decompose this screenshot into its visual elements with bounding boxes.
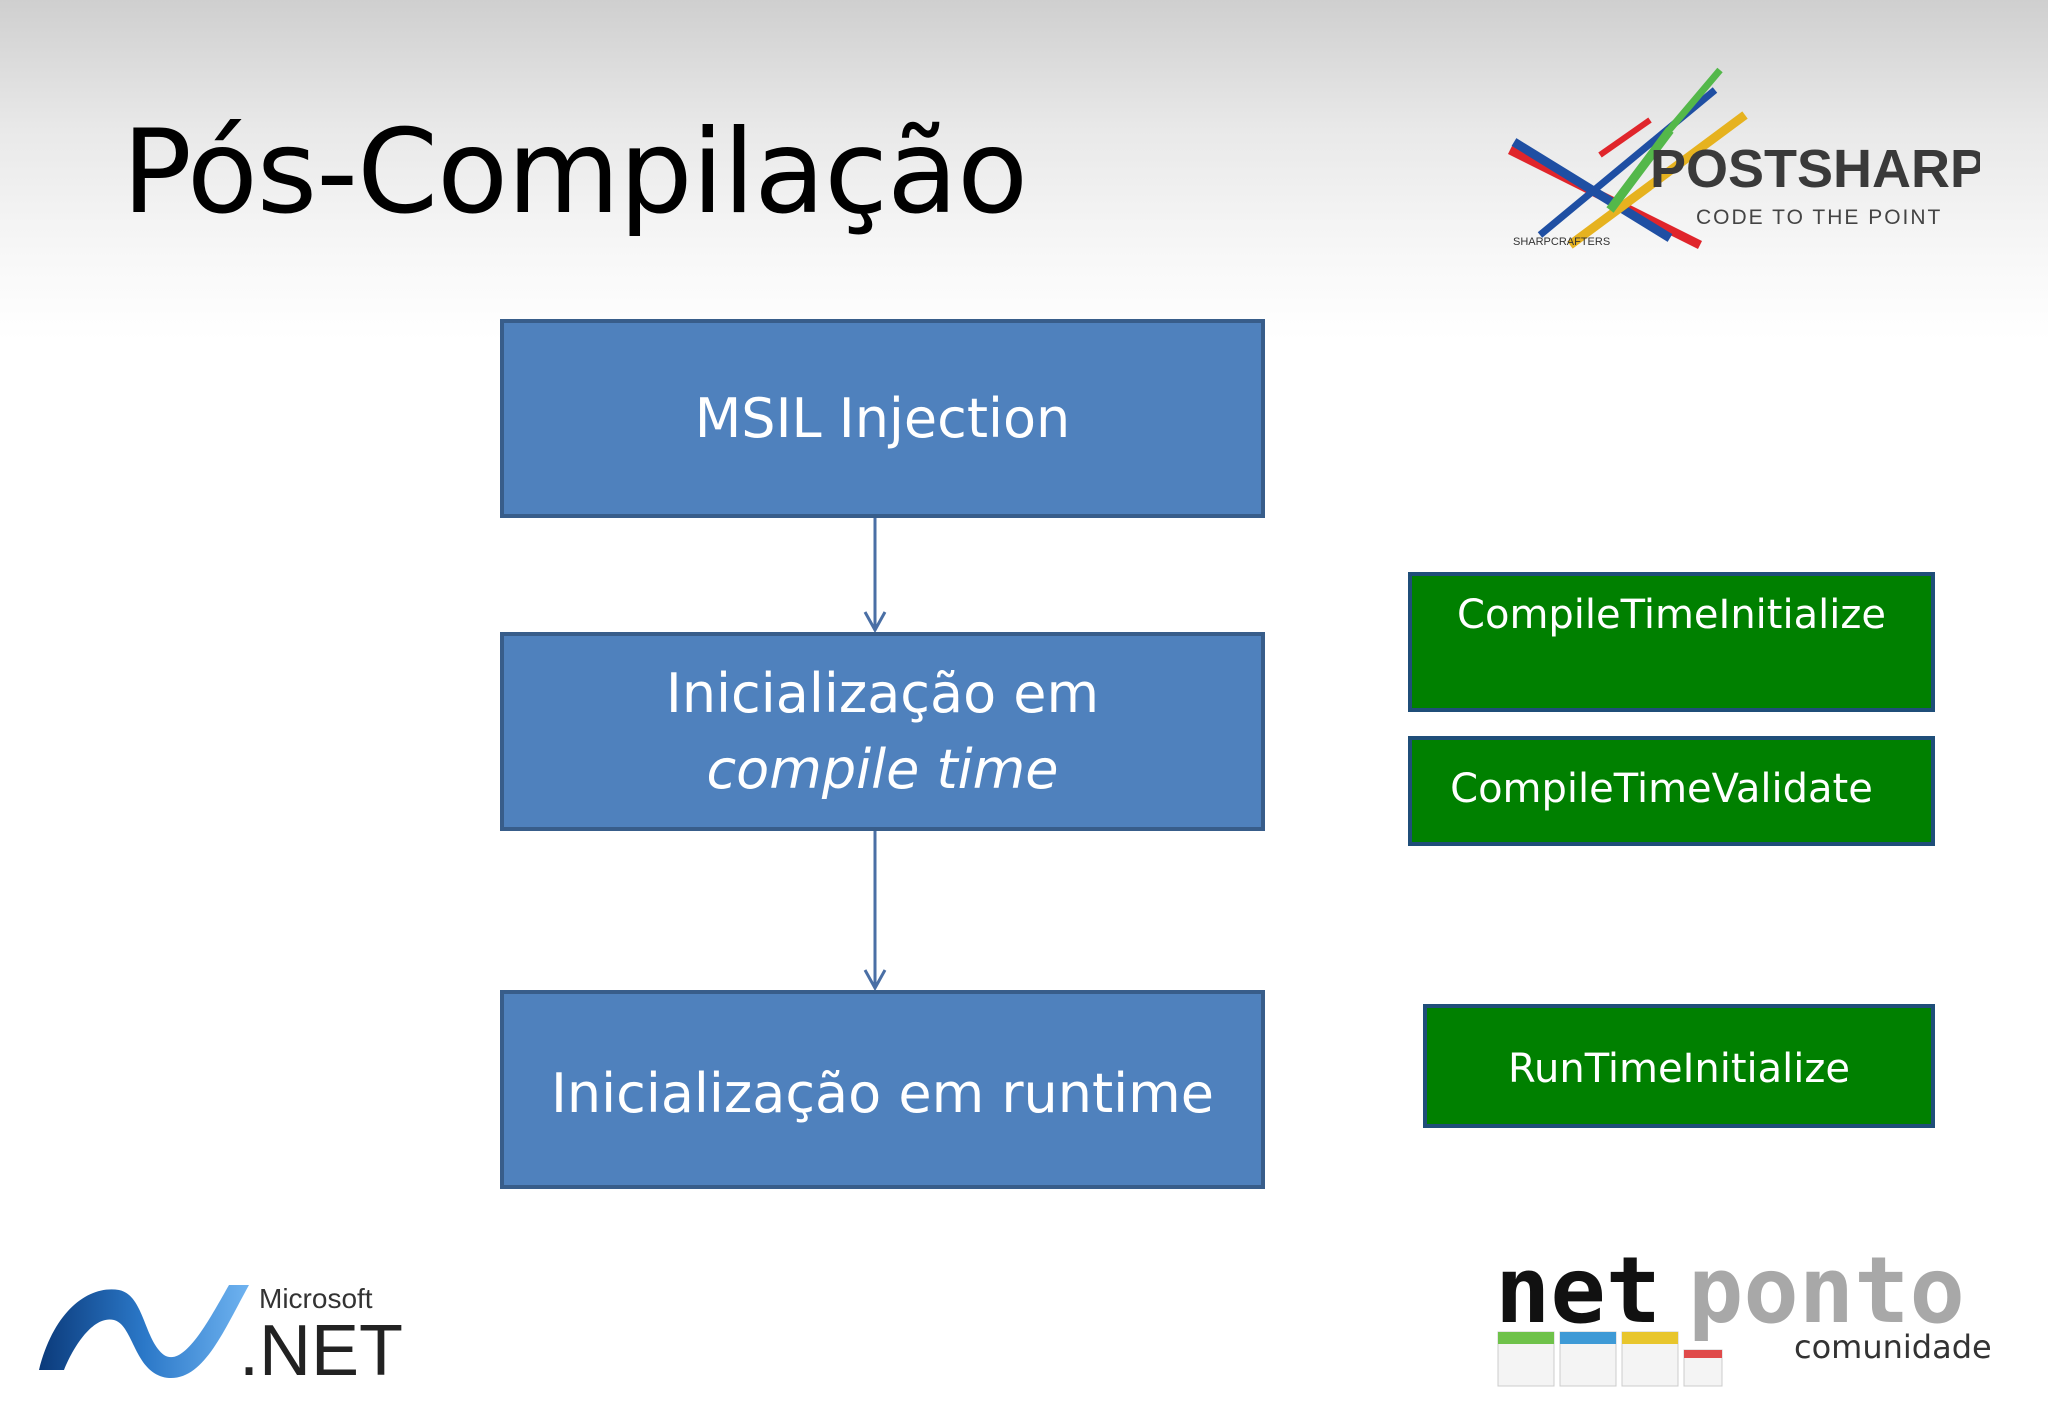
netponto-sub: comunidade: [1794, 1328, 1992, 1366]
step-runtime-label: Inicialização em runtime: [550, 1061, 1214, 1125]
netponto-logo: net ponto comunidade: [1490, 1237, 2010, 1400]
netponto-ponto: ponto: [1688, 1240, 1965, 1344]
slide-title: Pós-Compilação: [122, 105, 1028, 240]
step-compile-time-init: Inicialização em compile time: [500, 632, 1265, 831]
arrowhead-1: [863, 611, 887, 634]
postsharp-tagline: CODE TO THE POINT: [1696, 206, 1942, 229]
step-compile-time-emphasis: compile time: [706, 737, 1059, 801]
method-compile-time-validate-label: CompileTimeValidate: [1450, 766, 1873, 812]
dotnet-vendor: Microsoft: [259, 1283, 373, 1314]
postsharp-logo: POSTSHARP CODE TO THE POINT SHARPCRAFTER…: [1500, 60, 1986, 260]
method-compile-time-validate: CompileTimeValidate: [1408, 736, 1935, 846]
arrowhead-2: [863, 969, 887, 992]
dotnet-name: .NET: [239, 1311, 403, 1390]
netponto-mark: net ponto comunidade: [1495, 1237, 1992, 1387]
dotnet-logo: Microsoft .NET: [34, 1270, 404, 1391]
step-msil-injection: MSIL Injection: [500, 319, 1265, 518]
postsharp-x-icon: POSTSHARP CODE TO THE POINT SHARPCRAFTER…: [1507, 67, 1986, 250]
method-compile-time-initialize: CompileTimeInitialize: [1408, 572, 1935, 712]
step-runtime-init: Inicialização em runtime: [500, 990, 1265, 1189]
dotnet-wave-icon: Microsoft .NET: [39, 1283, 403, 1391]
method-runtime-initialize-label: RunTimeInitialize: [1508, 1046, 1850, 1092]
postsharp-name: POSTSHARP: [1650, 139, 1980, 199]
step-compile-time-label: Inicialização em compile time: [665, 661, 1100, 801]
method-compile-time-initialize-label: CompileTimeInitialize: [1457, 592, 1886, 638]
netponto-net: net: [1495, 1240, 1661, 1344]
step-msil-injection-label: MSIL Injection: [694, 386, 1071, 450]
method-runtime-initialize: RunTimeInitialize: [1423, 1004, 1935, 1128]
postsharp-maker: SHARPCRAFTERS: [1513, 236, 1610, 248]
netponto-tiles-icon: [1497, 1331, 1723, 1387]
